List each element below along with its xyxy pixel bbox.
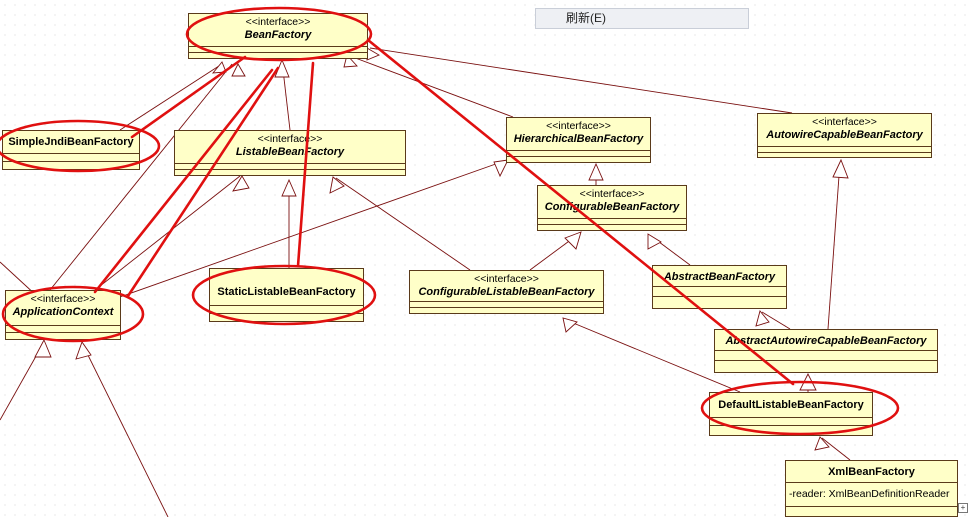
arrowhead bbox=[755, 310, 770, 327]
class-name: AbstractBeanFactory bbox=[663, 271, 776, 283]
arrowhead bbox=[588, 162, 604, 181]
class-default-listable-bean-factory[interactable]: DefaultListableBeanFactory bbox=[709, 392, 873, 436]
arrowhead bbox=[799, 372, 817, 391]
class-name: ApplicationContext bbox=[12, 306, 114, 318]
resize-handle-icon[interactable]: + bbox=[958, 503, 968, 513]
attributes-section bbox=[786, 482, 957, 483]
operations-section bbox=[786, 506, 957, 507]
edge-hierarchical-beanfactory bbox=[349, 55, 514, 118]
attributes-section bbox=[715, 350, 937, 351]
operations-section bbox=[410, 307, 603, 308]
class-bean-factory[interactable]: <<interface>> BeanFactory bbox=[188, 13, 368, 59]
class-static-listable-bean-factory[interactable]: StaticListableBeanFactory bbox=[209, 268, 364, 322]
class-simple-jndi-bean-factory[interactable]: SimpleJndiBeanFactory bbox=[2, 130, 140, 170]
edge-xml-default bbox=[821, 437, 851, 461]
operations-section bbox=[189, 52, 367, 53]
operations-section bbox=[3, 161, 139, 162]
stereotype-label: <<interface>> bbox=[812, 116, 877, 128]
class-name: ConfigurableBeanFactory bbox=[544, 201, 680, 213]
attributes-section bbox=[538, 218, 686, 219]
arrowhead bbox=[366, 47, 381, 61]
class-name: HierarchicalBeanFactory bbox=[513, 133, 644, 145]
edge-offcanvas-c bbox=[81, 342, 169, 517]
arrowhead bbox=[281, 178, 297, 197]
arrowhead bbox=[274, 58, 290, 78]
operations-section bbox=[175, 169, 405, 170]
class-xml-bean-factory[interactable]: XmlBeanFactory -reader: XmlBeanDefinitio… bbox=[785, 460, 958, 517]
attributes-section bbox=[758, 146, 931, 147]
class-name: SimpleJndiBeanFactory bbox=[8, 136, 134, 148]
arrowhead bbox=[34, 338, 52, 358]
edge-appctx-beanfactory bbox=[49, 63, 233, 291]
operations-section bbox=[653, 296, 786, 297]
arrowhead bbox=[564, 231, 582, 250]
operations-section bbox=[538, 224, 686, 225]
attributes-section bbox=[189, 46, 367, 47]
operations-section bbox=[758, 152, 931, 153]
arrowhead bbox=[647, 233, 662, 250]
class-name: ConfigurableListableBeanFactory bbox=[418, 286, 595, 298]
operations-section bbox=[507, 156, 650, 157]
stereotype-label: <<interface>> bbox=[546, 120, 611, 132]
attributes-section bbox=[210, 305, 363, 306]
attributes-section bbox=[3, 153, 139, 154]
operations-section bbox=[210, 313, 363, 314]
attributes-section bbox=[410, 301, 603, 302]
attribute-reader: -reader: XmlBeanDefinitionReader bbox=[789, 488, 950, 500]
edge-simplejndi-beanfactory bbox=[119, 63, 223, 131]
class-name: ListableBeanFactory bbox=[235, 146, 345, 158]
arrowhead bbox=[231, 63, 246, 77]
attributes-section bbox=[507, 150, 650, 151]
class-name: StaticListableBeanFactory bbox=[217, 286, 356, 298]
attributes-section bbox=[175, 163, 405, 164]
class-name: XmlBeanFactory bbox=[828, 466, 915, 478]
arrowhead bbox=[75, 341, 92, 360]
class-name: BeanFactory bbox=[244, 29, 312, 41]
class-listable-bean-factory[interactable]: <<interface>> ListableBeanFactory bbox=[174, 130, 406, 176]
stereotype-label: <<interface>> bbox=[579, 188, 645, 200]
class-name: AutowireCapableBeanFactory bbox=[766, 129, 923, 141]
class-autowire-capable-bean-factory[interactable]: <<interface>> AutowireCapableBeanFactory bbox=[757, 113, 932, 158]
attributes-section bbox=[6, 325, 120, 326]
class-abstract-autowire-capable-bean-factory[interactable]: AbstractAutowireCapableBeanFactory bbox=[714, 329, 938, 373]
class-name: AbstractAutowireCapableBeanFactory bbox=[725, 335, 927, 347]
arrowhead bbox=[562, 317, 578, 333]
class-application-context[interactable]: <<interface>> ApplicationContext bbox=[5, 290, 121, 340]
operations-section bbox=[6, 332, 120, 333]
arrowhead bbox=[329, 176, 345, 194]
arrowhead bbox=[814, 436, 830, 451]
edge-abstractautowire-autowire bbox=[827, 161, 841, 330]
stereotype-label: <<interface>> bbox=[474, 273, 539, 285]
edge-autowire-beanfactory bbox=[369, 47, 793, 114]
attributes-section bbox=[710, 417, 872, 418]
stereotype-label: <<interface>> bbox=[257, 133, 323, 145]
class-configurable-listable-bean-factory[interactable]: <<interface>> ConfigurableListableBeanFa… bbox=[409, 270, 604, 314]
class-name: DefaultListableBeanFactory bbox=[718, 399, 864, 411]
arrowhead bbox=[832, 158, 849, 179]
refresh-button[interactable]: 刷新(E) bbox=[535, 8, 749, 29]
class-hierarchical-bean-factory[interactable]: <<interface>> HierarchicalBeanFactory bbox=[506, 117, 651, 163]
stereotype-label: <<interface>> bbox=[30, 293, 96, 305]
edge-conflistable-listable bbox=[335, 177, 471, 271]
operations-section bbox=[710, 425, 872, 426]
attributes-section bbox=[653, 286, 786, 287]
arrowhead bbox=[232, 175, 250, 192]
operations-section bbox=[715, 360, 937, 361]
class-abstract-bean-factory[interactable]: AbstractBeanFactory bbox=[652, 265, 787, 309]
stereotype-label: <<interface>> bbox=[245, 16, 311, 28]
class-configurable-bean-factory[interactable]: <<interface>> ConfigurableBeanFactory bbox=[537, 185, 687, 231]
arrowhead bbox=[211, 61, 227, 74]
